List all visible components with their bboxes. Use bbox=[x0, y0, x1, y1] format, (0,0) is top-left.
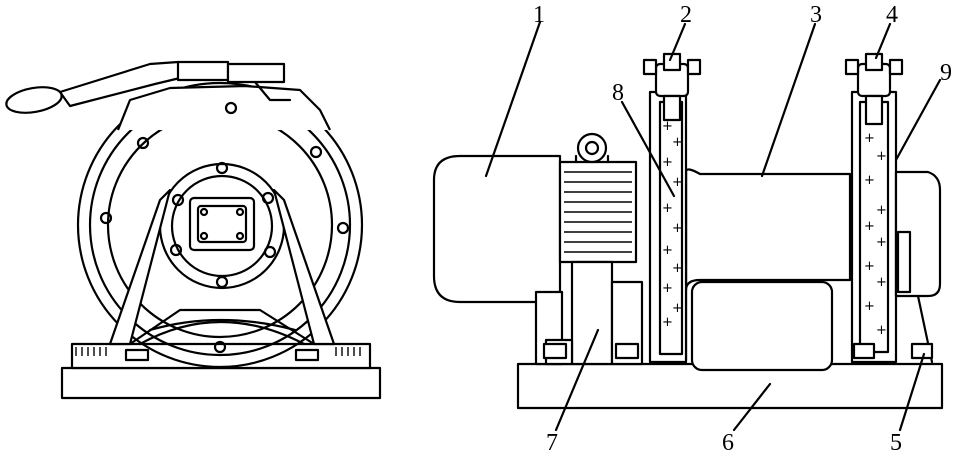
callout-9: 9 bbox=[940, 60, 952, 86]
drum bbox=[684, 168, 852, 372]
svg-text:+: + bbox=[876, 149, 887, 164]
side-view: ++ ++ ++ ++ ++ + ++ ++ ++ ++ ++ bbox=[432, 2, 952, 455]
svg-text:+: + bbox=[662, 155, 673, 170]
callout-1: 1 bbox=[533, 2, 545, 28]
callout-6: 6 bbox=[722, 430, 734, 455]
svg-text:+: + bbox=[876, 323, 887, 338]
callout-7: 7 bbox=[546, 430, 558, 455]
svg-text:+: + bbox=[864, 131, 875, 146]
reducer-fins bbox=[564, 171, 632, 253]
callout-2: 2 bbox=[680, 2, 692, 28]
motor-body bbox=[432, 154, 562, 304]
drum-lower-housing bbox=[690, 280, 834, 372]
callout-8: 8 bbox=[612, 80, 624, 106]
svg-text:+: + bbox=[672, 261, 683, 276]
svg-text:+: + bbox=[662, 315, 673, 330]
end-foot-bolt-left bbox=[124, 348, 150, 362]
svg-text:+: + bbox=[864, 259, 875, 274]
outer-flange-ring bbox=[76, 81, 364, 369]
svg-text:+: + bbox=[876, 235, 887, 250]
svg-text:+: + bbox=[662, 119, 673, 134]
svg-text:+: + bbox=[864, 299, 875, 314]
motor bbox=[432, 154, 564, 366]
anchor-bolts bbox=[542, 342, 934, 360]
end-view-base-plate bbox=[60, 366, 382, 400]
callout-4: 4 bbox=[886, 2, 898, 28]
svg-text:+: + bbox=[672, 221, 683, 236]
anchor-bolt-5 bbox=[910, 342, 934, 360]
svg-text:+: + bbox=[864, 219, 875, 234]
svg-text:+: + bbox=[662, 281, 673, 296]
end-view-base-hatch bbox=[75, 347, 361, 356]
callout-5: 5 bbox=[890, 430, 902, 455]
end-foot-bolt-right bbox=[294, 348, 320, 362]
svg-text:+: + bbox=[876, 275, 887, 290]
reducer-support bbox=[570, 260, 614, 366]
a-frame-support bbox=[108, 188, 336, 346]
right-end-cover bbox=[894, 170, 942, 364]
leader-lines bbox=[484, 20, 942, 432]
svg-text:+: + bbox=[672, 301, 683, 316]
right-brake-assembly: ++ ++ ++ ++ ++ bbox=[844, 52, 904, 364]
base-frame bbox=[516, 362, 944, 410]
svg-text:+: + bbox=[672, 175, 683, 190]
left-brake-assembly: ++ ++ ++ ++ ++ + bbox=[642, 52, 702, 364]
callout-3: 3 bbox=[810, 2, 822, 28]
gear-housing-top bbox=[116, 84, 331, 131]
brake-lever bbox=[5, 60, 292, 114]
svg-text:+: + bbox=[662, 201, 673, 216]
lifting-eye bbox=[576, 132, 608, 164]
end-view bbox=[5, 60, 382, 400]
svg-text:+: + bbox=[876, 203, 887, 218]
gear-reducer bbox=[544, 132, 644, 366]
flange-bolt-holes bbox=[99, 101, 350, 354]
svg-text:+: + bbox=[672, 135, 683, 150]
svg-text:+: + bbox=[662, 243, 673, 258]
svg-text:+: + bbox=[864, 173, 875, 188]
hub-bolts bbox=[169, 161, 277, 289]
drum-body bbox=[684, 168, 852, 292]
lever-handle-grip bbox=[5, 86, 63, 114]
